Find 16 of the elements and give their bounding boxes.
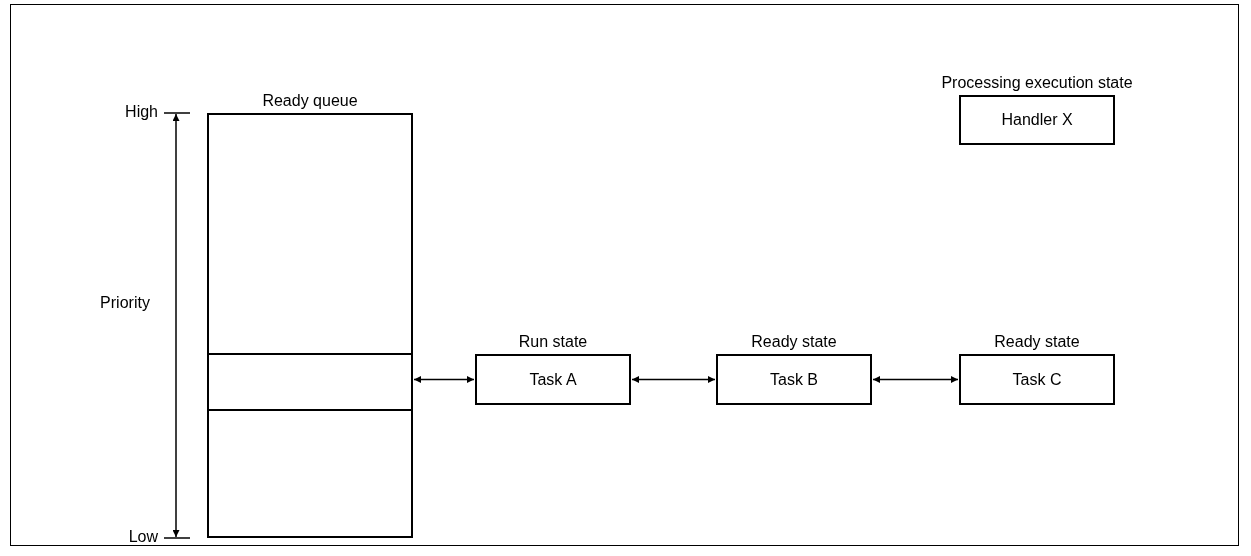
task-name: Handler X: [1001, 111, 1073, 129]
state-label: Ready state: [994, 333, 1080, 351]
arrow: [631, 376, 716, 383]
axis-label: Low: [127, 528, 158, 546]
task-name: Task B: [770, 370, 818, 389]
arrow: [872, 376, 959, 383]
state-label: Run state: [518, 333, 588, 351]
task-name: Task A: [529, 370, 577, 389]
queue-slot: [207, 353, 413, 411]
axis-label: High: [124, 103, 158, 121]
state-label: Ready state: [751, 333, 837, 351]
task-name: Task C: [1012, 370, 1062, 389]
state-label: Ready queue: [262, 92, 358, 110]
state-label: Processing execution state: [941, 74, 1133, 92]
axis-label: Priority: [99, 294, 151, 312]
arrow: [413, 376, 475, 383]
